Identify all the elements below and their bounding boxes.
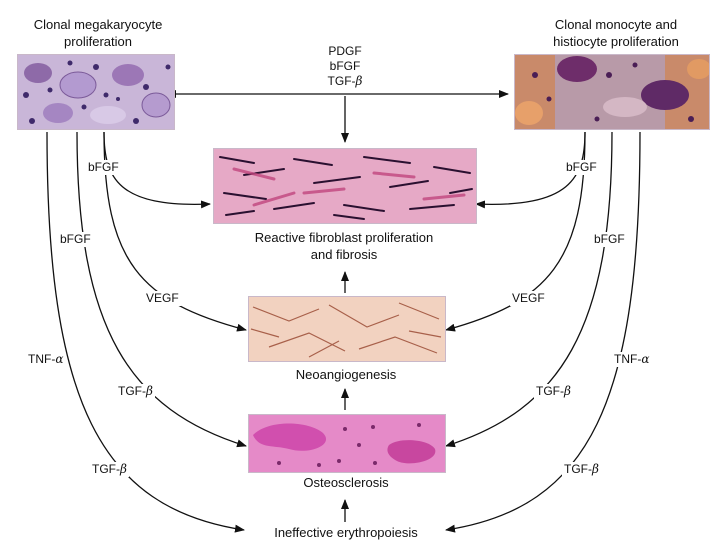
arrow-right-to-osteo xyxy=(445,131,613,448)
right-tgf-low-prefix: TGF- xyxy=(564,462,592,476)
right-bfgf-lower-label: bFGF xyxy=(592,232,627,247)
arrow-left-to-osteo xyxy=(76,131,247,448)
megakaryocyte-micrograph xyxy=(17,54,175,130)
right-tnf-label: TNF-α xyxy=(612,352,652,367)
monocyte-title-line2: histiocyte proliferation xyxy=(553,34,679,49)
factor-bfgf-center: bFGF xyxy=(329,59,361,73)
left-tgf-mid-greek: β xyxy=(146,384,153,398)
factor-tgf-center-greek: β xyxy=(355,74,363,88)
right-bfgf-upper-label: bFGF xyxy=(564,160,599,175)
growth-factors-label: PDGF bFGF TGF-β xyxy=(300,44,390,89)
left-tnf-label: TNF-α xyxy=(26,352,66,367)
fibrosis-micrograph xyxy=(213,148,477,224)
left-tnf-prefix: TNF- xyxy=(28,352,56,366)
left-tgf-low-label: TGF-β xyxy=(90,462,129,477)
left-tgf-low-greek: β xyxy=(120,462,127,476)
right-tgf-mid-prefix: TGF- xyxy=(536,384,564,398)
monocyte-title: Clonal monocyte and histiocyte prolifera… xyxy=(516,16,716,50)
fibrosis-title: Reactive fibroblast proliferation and fi… xyxy=(213,229,475,263)
factor-pdgf: PDGF xyxy=(328,44,362,58)
osteosclerosis-title: Osteosclerosis xyxy=(303,475,389,490)
left-tnf-greek: α xyxy=(55,352,64,366)
left-bfgf-lower-label: bFGF xyxy=(58,232,93,247)
right-tgf-mid-label: TGF-β xyxy=(534,384,573,399)
megakaryocyte-title-line2: proliferation xyxy=(64,34,132,49)
left-tgf-low-prefix: TGF- xyxy=(92,462,120,476)
right-tgf-low-greek: β xyxy=(592,462,599,476)
right-tnf-prefix: TNF- xyxy=(614,352,642,366)
factor-tgf-center-prefix: TGF- xyxy=(327,74,356,88)
fibrosis-title-line2: and fibrosis xyxy=(310,247,378,262)
arrow-left-to-angio xyxy=(103,131,247,332)
left-bfgf-upper-label: bFGF xyxy=(86,160,121,175)
megakaryocyte-title-line1: Clonal megakaryocyte xyxy=(33,17,163,32)
arrow-right-to-erythro xyxy=(445,131,641,533)
right-vegf-label: VEGF xyxy=(510,291,547,306)
monocyte-micrograph xyxy=(514,54,710,130)
right-tnf-greek: α xyxy=(641,352,650,366)
left-tgf-mid-prefix: TGF- xyxy=(118,384,146,398)
fibrosis-title-line1: Reactive fibroblast proliferation xyxy=(254,230,434,245)
arrow-right-to-angio xyxy=(445,131,586,332)
erythropoiesis-title: Ineffective erythropoiesis xyxy=(274,525,418,540)
monocyte-title-line1: Clonal monocyte and xyxy=(554,17,678,32)
factor-tgf-center: TGF-β xyxy=(300,74,390,89)
osteosclerosis-micrograph xyxy=(248,414,446,473)
megakaryocyte-title: Clonal megakaryocyte proliferation xyxy=(0,16,196,50)
left-tgf-mid-label: TGF-β xyxy=(116,384,155,399)
neoangiogenesis-micrograph xyxy=(248,296,446,362)
neoangiogenesis-title: Neoangiogenesis xyxy=(295,367,397,382)
left-vegf-label: VEGF xyxy=(144,291,181,306)
arrow-left-to-erythro xyxy=(46,131,245,533)
right-tgf-mid-greek: β xyxy=(564,384,571,398)
right-tgf-low-label: TGF-β xyxy=(562,462,601,477)
